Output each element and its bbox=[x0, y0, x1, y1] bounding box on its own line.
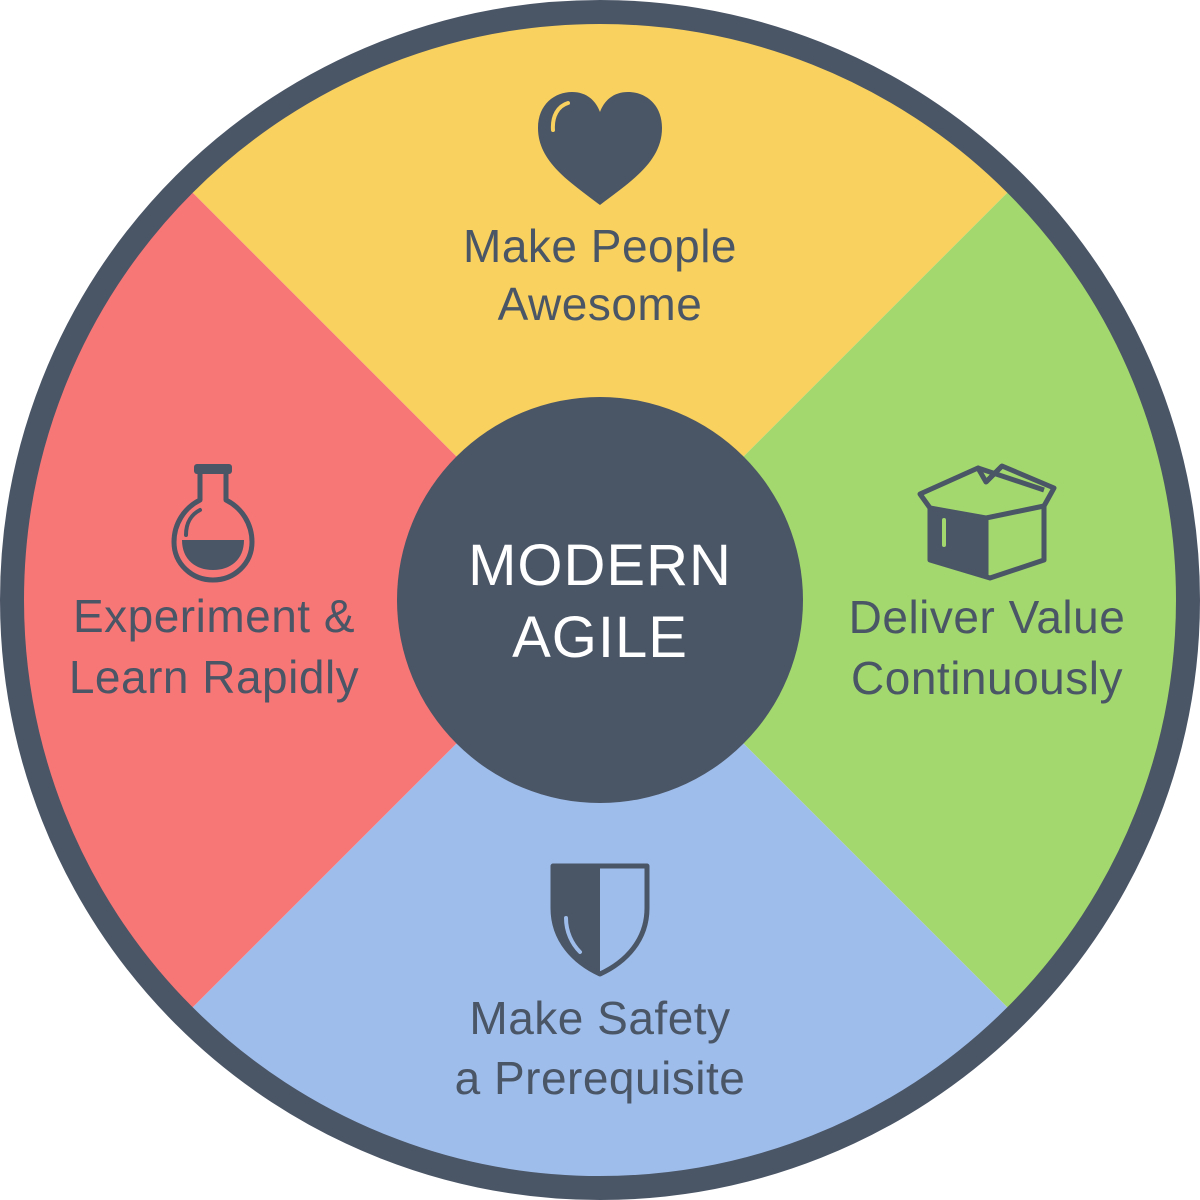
quadrant-top-wedge bbox=[18, 18, 1182, 600]
quadrant-right-wedge bbox=[600, 18, 1182, 1182]
quadrant-right-title-line2: Continuously bbox=[851, 652, 1123, 704]
center-title-line2: AGILE bbox=[512, 605, 688, 670]
quadrant-top: Make People Awesome bbox=[463, 92, 737, 330]
center-title-line1: MODERN bbox=[468, 533, 732, 598]
heart-icon bbox=[538, 92, 662, 205]
quadrant-left: Experiment & Learn Rapidly bbox=[69, 464, 359, 703]
quadrant-left-title-line2: Learn Rapidly bbox=[69, 651, 359, 703]
quadrant-left-wedge bbox=[18, 18, 600, 1182]
quadrant-top-title-line1: Make People bbox=[463, 220, 737, 272]
flask-icon bbox=[171, 464, 255, 583]
quadrant-right: Deliver Value Continuously bbox=[849, 463, 1126, 704]
quadrant-bottom-title-line2: a Prerequisite bbox=[455, 1052, 746, 1104]
center-hub bbox=[397, 397, 803, 803]
quadrant-bottom-title-line1: Make Safety bbox=[469, 992, 730, 1044]
quadrant-top-title-line2: Awesome bbox=[498, 278, 703, 330]
shield-icon bbox=[550, 863, 650, 977]
box-icon bbox=[917, 463, 1057, 581]
quadrant-right-title-line1: Deliver Value bbox=[849, 591, 1126, 643]
quadrant-left-title-line1: Experiment & bbox=[73, 590, 355, 642]
quadrant-bottom: Make Safety a Prerequisite bbox=[455, 863, 746, 1104]
